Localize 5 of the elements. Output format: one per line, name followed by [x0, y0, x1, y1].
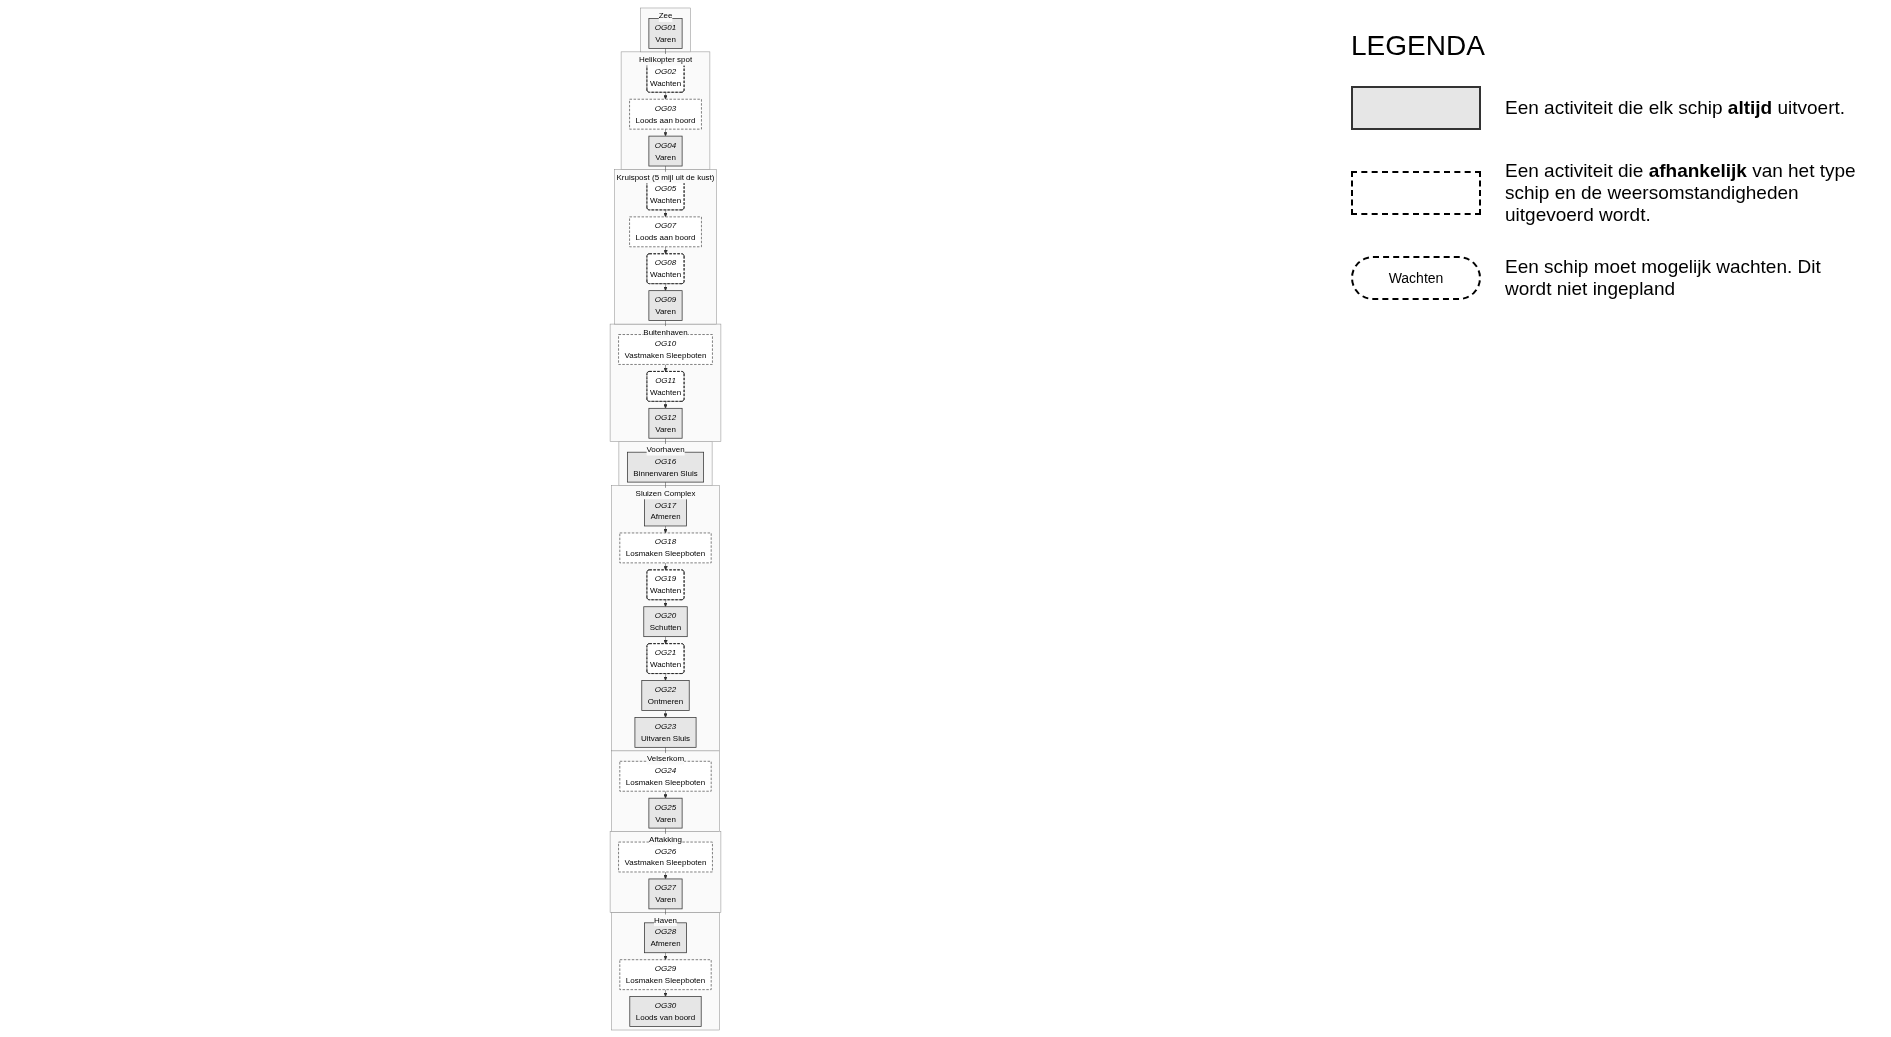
legend-text: Een schip moet mogelijk wachten. Dit wordt niet ingepland — [1505, 256, 1822, 300]
legend-text: Een activiteit die afhankelijk van het type schip en de weersomstandigheden uitgevoerd wordt. — [1505, 160, 1857, 226]
legend-heading: LEGENDA — [1351, 30, 1485, 62]
legend-text: Een activiteit die elk schip altijd uitvoert. — [1505, 97, 1846, 119]
legend-sample-text: Wachten — [1388, 270, 1444, 286]
